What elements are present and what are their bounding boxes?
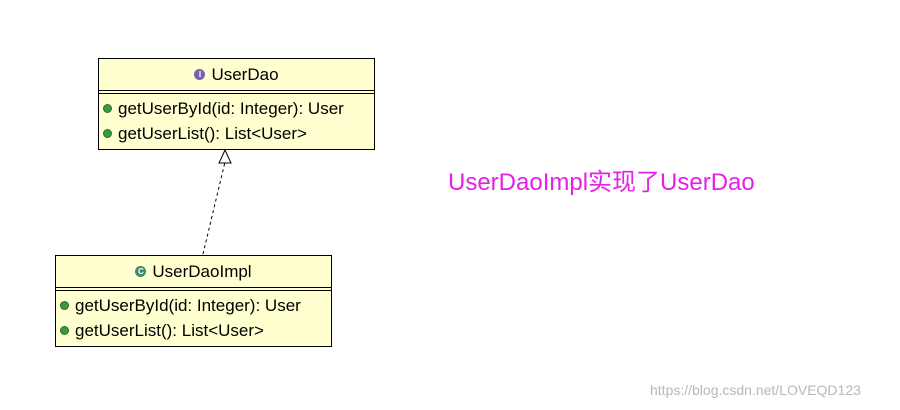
operation-row: getUserList(): List<User> <box>103 121 374 146</box>
attributes-compartment <box>56 288 331 291</box>
operation-signature: getUserById(id: Integer): User <box>75 295 301 315</box>
public-method-icon <box>60 301 69 310</box>
operation-signature: getUserList(): List<User> <box>75 320 264 340</box>
realization-arrowhead <box>218 148 232 164</box>
public-method-icon <box>103 129 112 138</box>
operation-signature: getUserById(id: Integer): User <box>118 98 344 118</box>
interface-icon: I <box>194 69 206 80</box>
attributes-compartment <box>99 91 374 94</box>
operation-signature: getUserList(): List<User> <box>118 123 307 143</box>
public-method-icon <box>60 326 69 335</box>
public-method-icon <box>103 104 112 113</box>
operation-row: getUserById(id: Integer): User <box>103 96 374 121</box>
operations-compartment: getUserById(id: Integer): User getUserLi… <box>56 291 331 345</box>
operation-row: getUserList(): List<User> <box>60 318 331 343</box>
realization-dashed-line <box>202 161 226 255</box>
interface-name: UserDao <box>211 64 279 84</box>
class-name: UserDaoImpl <box>152 261 252 281</box>
watermark: https://blog.csdn.net/LOVEQD123 <box>650 382 861 398</box>
operations-compartment: getUserById(id: Integer): User getUserLi… <box>99 94 374 148</box>
annotation-note: UserDaoImpl实现了UserDao <box>448 169 755 196</box>
class-box-userdaoimpl[interactable]: C UserDaoImpl getUserById(id: Integer): … <box>55 255 332 347</box>
class-icon: C <box>135 266 147 277</box>
interface-header: I UserDao <box>99 59 374 91</box>
class-header: C UserDaoImpl <box>56 256 331 288</box>
interface-box-userdao[interactable]: I UserDao getUserById(id: Integer): User… <box>98 58 375 150</box>
operation-row: getUserById(id: Integer): User <box>60 293 331 318</box>
